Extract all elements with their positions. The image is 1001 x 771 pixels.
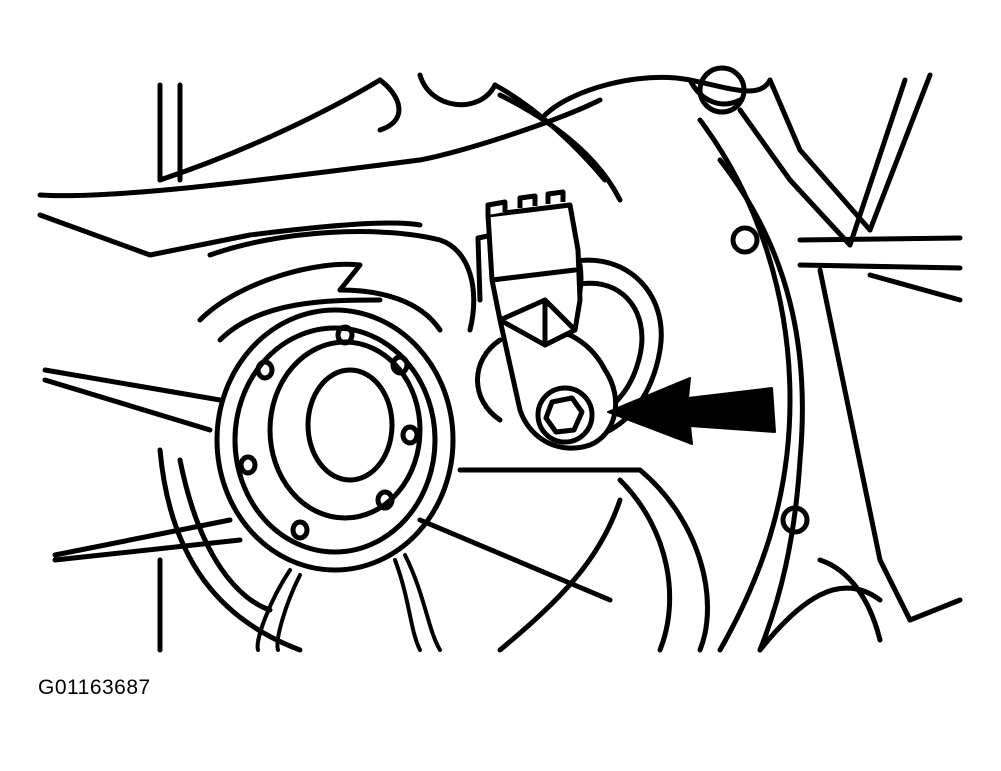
housing-outline — [37, 65, 963, 653]
figure-reference-code: G01163687 — [38, 676, 151, 699]
crankshaft-seal — [214, 307, 456, 573]
callout-arrow — [607, 377, 776, 445]
sensor-body — [475, 189, 619, 451]
